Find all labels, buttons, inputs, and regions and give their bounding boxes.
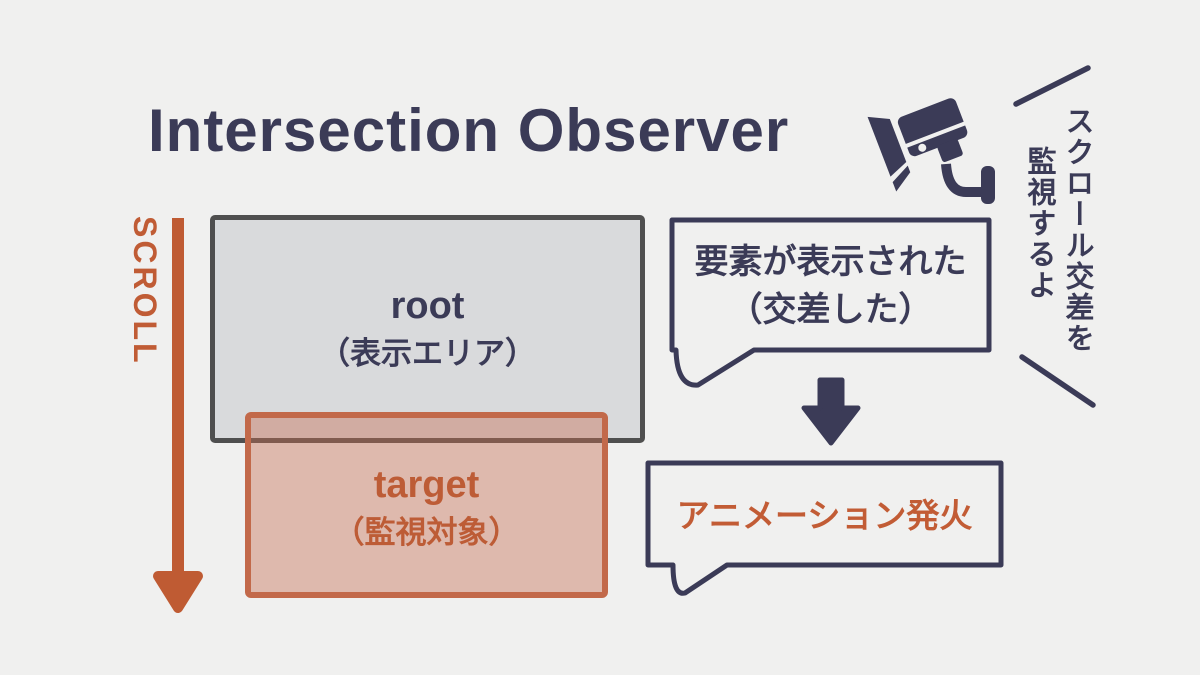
scroll-label: SCROLL [127,216,163,366]
event-bubble-line2: （交差した） [728,291,933,329]
security-camera-icon [867,98,995,204]
root-sublabel: （表示エリア） [319,336,536,371]
camera-arm [941,163,982,197]
emphasis-line-bottom [1019,354,1096,408]
event-bubble-line1: 要素が表示された [694,243,967,281]
action-bubble [645,460,1004,596]
scroll-down-arrow [153,218,203,613]
emphasis-line-top [1013,65,1091,107]
down-arrow-shape [801,377,861,446]
emphasis-lines [1013,65,1096,408]
camera-lens-dot [918,143,927,152]
root-label: root [390,285,465,327]
camera-body-stripe [903,120,967,149]
event-bubble-shape [669,217,992,388]
action-bubble-text: アニメーション発火 [676,497,973,534]
root-box: root （表示エリア） [210,215,645,443]
target-box: target （監視対象） [245,412,608,598]
event-bubble [669,217,992,388]
scroll-arrow-head [153,571,203,613]
down-arrow-icon [801,377,861,446]
camera-hood [867,116,907,177]
target-label: target [373,464,480,506]
target-sublabel: （監視対象） [333,515,520,550]
camera-joint [937,139,963,162]
camera-hood-flap [892,165,911,192]
page-title: Intersection Observer [148,97,790,164]
action-bubble-shape [645,460,1004,596]
camera-note-line1: スクロール交差を [1061,106,1093,354]
camera-wall-mount [981,166,995,204]
camera-note-line2: 監視するよ [1023,146,1055,301]
event-bubble-text: 要素が表示された （交差した） [672,238,989,334]
